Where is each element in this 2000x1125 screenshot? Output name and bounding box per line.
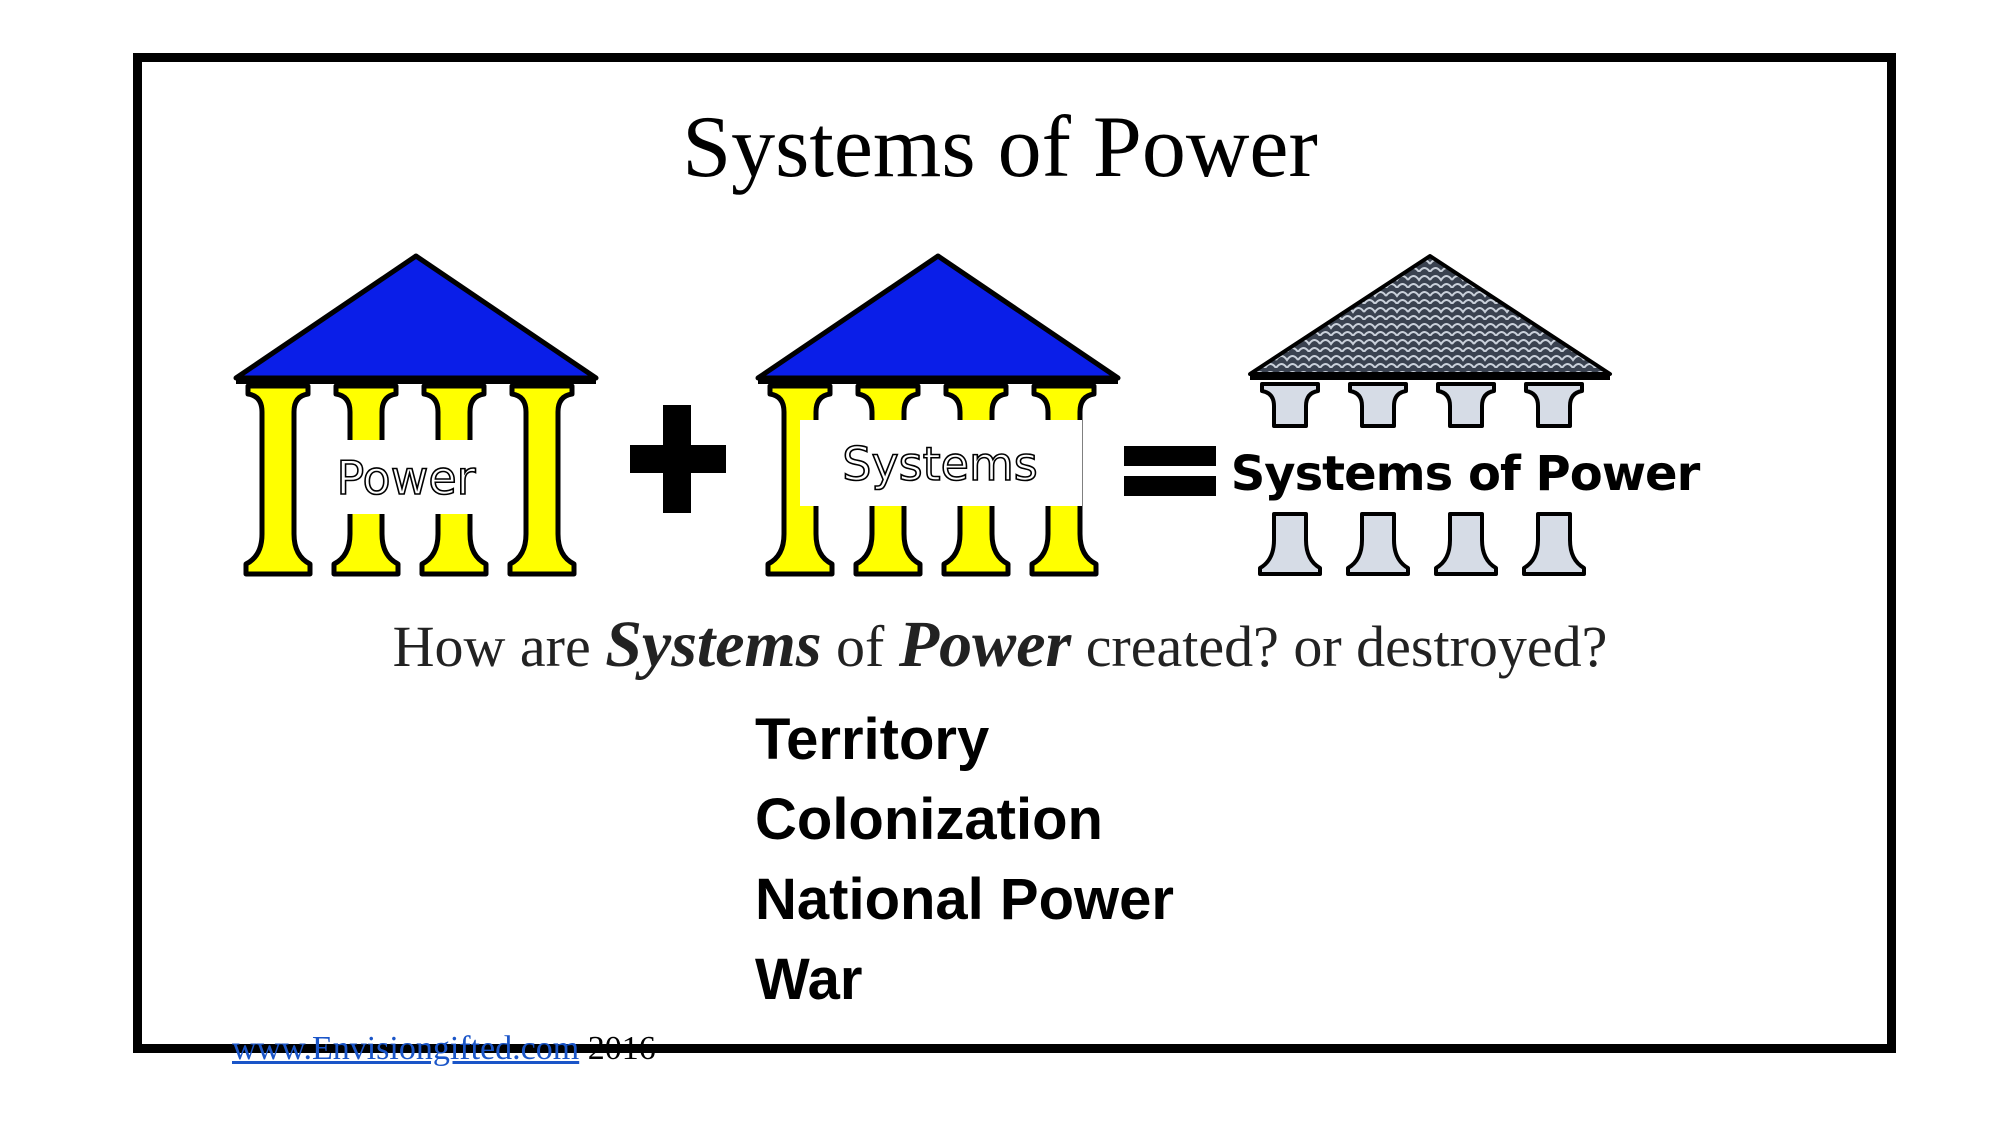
list-item: National Power bbox=[755, 867, 1174, 932]
systems-temple: Systems bbox=[755, 253, 1121, 574]
result-column-bottom-2 bbox=[1346, 512, 1410, 576]
plus-icon bbox=[630, 405, 726, 513]
question-text: How are Systems of Power created? or des… bbox=[0, 605, 2000, 684]
result-column-bottom-1 bbox=[1258, 512, 1322, 576]
result-column-top-2 bbox=[1348, 382, 1408, 428]
systems-label: Systems bbox=[842, 437, 1038, 491]
power-roof bbox=[233, 253, 599, 381]
systems-label-box bbox=[800, 420, 1082, 506]
power-label-box bbox=[314, 440, 498, 514]
systems-roof bbox=[755, 253, 1121, 381]
power-label: Power bbox=[336, 451, 475, 505]
list-item: War bbox=[755, 947, 863, 1012]
question-part-3: created? or destroyed? bbox=[1071, 614, 1608, 679]
question-part-2: of bbox=[821, 614, 899, 679]
question-emphasis-systems: Systems bbox=[605, 608, 822, 681]
list-item: Territory bbox=[755, 707, 990, 772]
list-item: Colonization bbox=[755, 787, 1103, 852]
equals-icon bbox=[1124, 446, 1216, 496]
result-roof-base bbox=[1250, 372, 1610, 380]
systems-of-power-temple: Systems of Power bbox=[1231, 254, 1702, 576]
systems-of-power-diagram: Power Systems Systems of Power bbox=[233, 253, 1702, 600]
result-column-top-3 bbox=[1436, 382, 1496, 428]
footer-year: 2016 bbox=[587, 1030, 656, 1067]
result-roof bbox=[1248, 254, 1612, 376]
systems-roof-base bbox=[758, 376, 1118, 384]
result-column-bottom-4 bbox=[1522, 512, 1586, 576]
power-temple: Power bbox=[233, 253, 599, 574]
power-column-1 bbox=[246, 386, 310, 574]
slide-frame bbox=[133, 53, 1896, 1053]
topic-list: Territory Colonization National Power Wa… bbox=[755, 700, 1174, 1020]
result-column-top-1 bbox=[1260, 382, 1320, 428]
power-column-4 bbox=[510, 386, 574, 574]
result-label: Systems of Power bbox=[1231, 446, 1701, 502]
result-column-bottom-3 bbox=[1434, 512, 1498, 576]
website-link[interactable]: www.Envisiongifted.com bbox=[232, 1030, 580, 1067]
page-title: Systems of Power bbox=[682, 99, 1318, 196]
question-part-1: How are bbox=[392, 614, 606, 679]
power-roof-base bbox=[236, 376, 596, 384]
question-emphasis-power: Power bbox=[898, 608, 1072, 681]
footer: www.Envisiongifted.com 2016 bbox=[232, 1030, 656, 1068]
result-column-top-4 bbox=[1524, 382, 1584, 428]
